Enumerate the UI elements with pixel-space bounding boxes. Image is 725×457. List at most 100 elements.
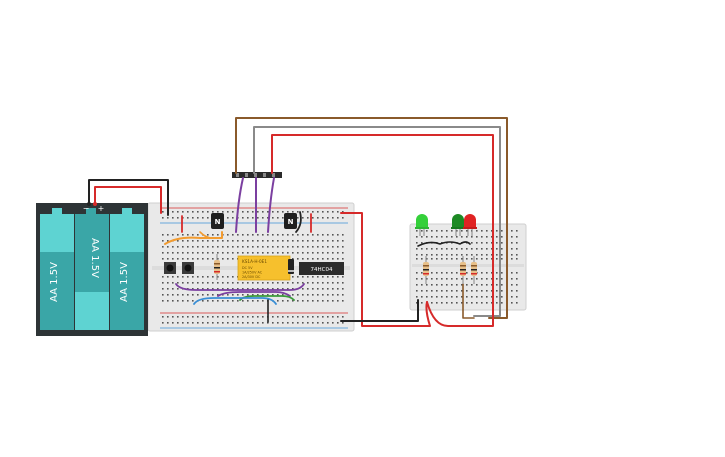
breadboard-hole: [441, 248, 443, 250]
relay[interactable]: KS1A-H-0E1 DC 5V 1A/250V AC 2A/30V DC: [237, 255, 291, 281]
ic-chip[interactable]: 74HC04: [299, 262, 344, 275]
breadboard-hole: [197, 282, 199, 284]
led-red[interactable]: [463, 214, 477, 236]
breadboard-hole: [292, 282, 294, 284]
wire-purple-lower-1[interactable]: [175, 283, 305, 291]
breadboard-hole: [337, 246, 339, 248]
breadboard-hole: [501, 284, 503, 286]
breadboard-hole: [496, 296, 498, 298]
wire-blue[interactable]: [193, 297, 277, 305]
wire-black-small[interactable]: [417, 241, 471, 247]
breadboard-hole: [342, 282, 344, 284]
diode[interactable]: [288, 259, 294, 274]
breadboard-hole: [227, 300, 229, 302]
breadboard-hole: [242, 240, 244, 242]
breadboard-hole: [436, 272, 438, 274]
push-button-2[interactable]: [182, 262, 194, 274]
wire-black-jumper[interactable]: [295, 211, 302, 233]
wire-red-bottom[interactable]: [426, 301, 494, 327]
wire-purple-3[interactable]: [267, 177, 275, 233]
breadboard-hole: [421, 242, 423, 244]
small-breadboard[interactable]: [409, 223, 527, 311]
breadboard-hole: [192, 217, 194, 219]
breadboard-hole: [491, 290, 493, 292]
breadboard-hole: [461, 248, 463, 250]
breadboard-hole: [446, 284, 448, 286]
breadboard-hole: [302, 316, 304, 318]
breadboard-hole: [267, 288, 269, 290]
breadboard-hole: [232, 240, 234, 242]
wire-gray[interactable]: [253, 126, 501, 317]
breadboard-hole: [317, 246, 319, 248]
wire-purple-1[interactable]: [235, 177, 244, 233]
transistor-left[interactable]: N: [211, 213, 224, 229]
breadboard-hole: [446, 296, 448, 298]
wire-red-top[interactable]: [271, 134, 494, 309]
breadboard-hole: [456, 302, 458, 304]
breadboard-hole: [322, 282, 324, 284]
breadboard-hole: [247, 288, 249, 290]
breadboard-hole: [466, 284, 468, 286]
breadboard-hole: [516, 296, 518, 298]
breadboard-hole: [491, 284, 493, 286]
breadboard-hole: [202, 300, 204, 302]
breadboard-hole: [237, 300, 239, 302]
wire-battery-black[interactable]: [88, 179, 169, 216]
breadboard-hole: [471, 284, 473, 286]
wire-red-right[interactable]: [340, 212, 431, 327]
transistor-right[interactable]: N: [284, 213, 297, 229]
breadboard-hole: [172, 211, 174, 213]
breadboard-hole: [312, 300, 314, 302]
breadboard-hole: [431, 254, 433, 256]
wire-black-right[interactable]: [340, 299, 419, 322]
breadboard-hole: [292, 258, 294, 260]
breadboard-hole: [252, 211, 254, 213]
breadboard-hole: [257, 217, 259, 219]
breadboard-hole: [446, 272, 448, 274]
wire-purple-lower-2[interactable]: [217, 291, 291, 297]
breadboard-hole: [232, 258, 234, 260]
breadboard-hole: [491, 302, 493, 304]
breadboard-hole: [511, 272, 513, 274]
resistor-small-3[interactable]: [471, 256, 477, 284]
wire-orange-2[interactable]: [199, 231, 213, 239]
led-green-bright[interactable]: [415, 214, 429, 236]
breadboard-hole: [247, 316, 249, 318]
breadboard-hole: [212, 282, 214, 284]
breadboard-hole: [421, 284, 423, 286]
battery-pack[interactable]: AA 1.5V AA 1.5V AA 1.5V − +: [36, 202, 148, 336]
ic-chip-label: 74HC04: [311, 267, 333, 273]
breadboard-hole: [332, 316, 334, 318]
breadboard-hole: [416, 254, 418, 256]
breadboard-hole: [212, 300, 214, 302]
wire-brown[interactable]: [235, 117, 508, 319]
breadboard-hole: [342, 211, 344, 213]
breadboard-hole: [182, 234, 184, 236]
breadboard-hole: [317, 282, 319, 284]
wire-black-small-2[interactable]: [462, 283, 475, 319]
breadboard-hole: [322, 276, 324, 278]
breadboard-hole: [496, 258, 498, 260]
push-button-1[interactable]: [164, 262, 176, 274]
wire-battery-red[interactable]: [94, 186, 162, 214]
breadboard-hole: [297, 282, 299, 284]
resistor-main[interactable]: [214, 254, 220, 280]
breadboard-hole: [322, 211, 324, 213]
wire-orange[interactable]: [164, 231, 223, 245]
breadboard-hole: [242, 217, 244, 219]
breadboard-hole: [426, 248, 428, 250]
resistor-small-1[interactable]: [423, 256, 429, 284]
breadboard-hole: [182, 294, 184, 296]
breadboard-hole: [446, 230, 448, 232]
breadboard-hole: [242, 294, 244, 296]
breadboard-hole: [297, 276, 299, 278]
breadboard-hole: [252, 252, 254, 254]
breadboard-hole: [252, 300, 254, 302]
breadboard-hole: [257, 282, 259, 284]
breadboard-hole: [182, 316, 184, 318]
led-green-dark[interactable]: [451, 214, 465, 236]
resistor-small-2[interactable]: [460, 256, 466, 284]
breadboard-hole: [237, 252, 239, 254]
breadboard-hole: [307, 294, 309, 296]
breadboard-hole: [322, 217, 324, 219]
